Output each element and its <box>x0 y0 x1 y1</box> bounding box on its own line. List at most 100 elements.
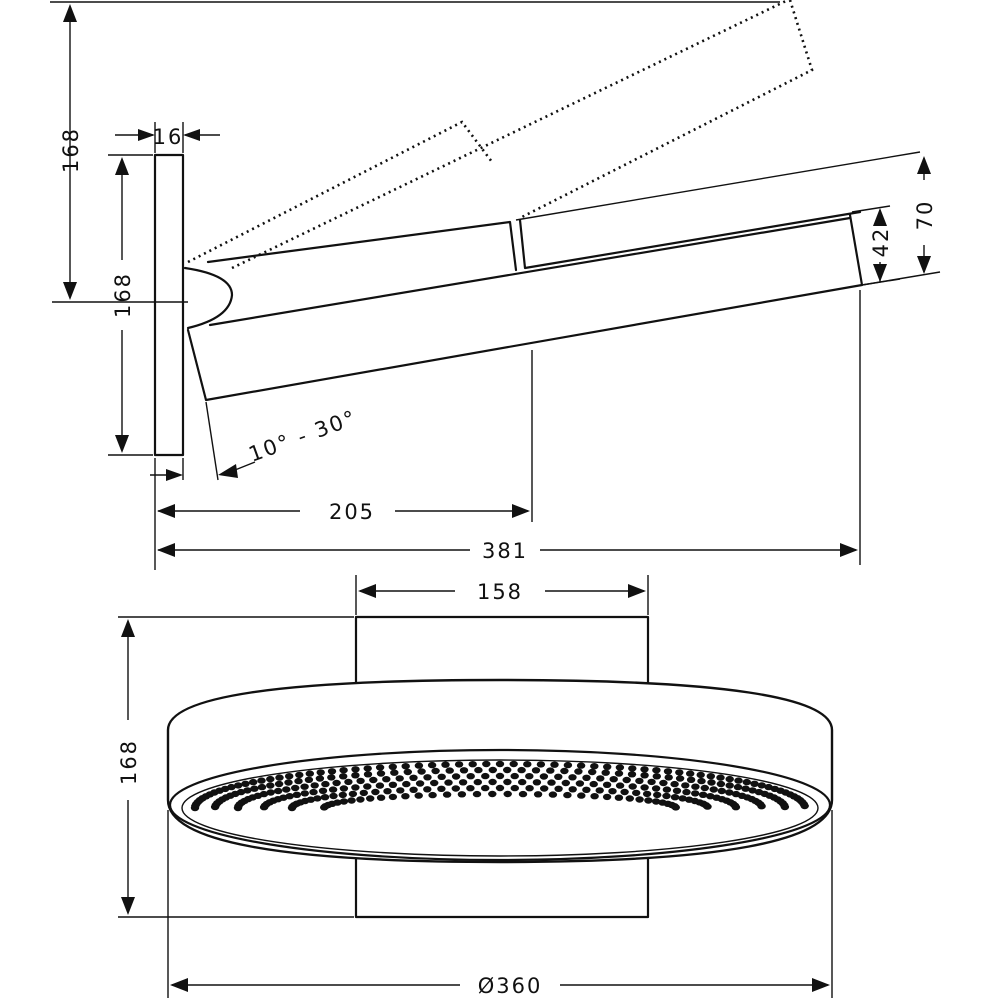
nozzle <box>686 770 695 777</box>
nozzle <box>642 790 652 798</box>
nozzle <box>466 773 475 780</box>
nozzle <box>628 783 637 790</box>
dim-plate-thickness: 16 <box>153 125 184 149</box>
nozzle <box>395 775 404 782</box>
nozzle <box>546 767 555 774</box>
nozzle <box>682 788 691 796</box>
nozzle <box>563 791 572 799</box>
nozzle <box>457 791 467 798</box>
nozzle <box>582 774 591 781</box>
nozzle <box>731 804 741 811</box>
nozzle <box>681 782 690 789</box>
nozzle <box>615 782 625 789</box>
nozzle <box>540 785 549 792</box>
nozzle <box>554 785 563 792</box>
nozzle <box>359 789 368 797</box>
nozzle <box>375 782 385 789</box>
nozzle <box>409 774 418 781</box>
nozzle <box>356 777 365 785</box>
nozzle <box>282 786 291 793</box>
nozzle <box>437 773 446 780</box>
nozzle <box>344 778 353 786</box>
nozzle <box>632 789 641 797</box>
nozzle <box>316 769 325 776</box>
nozzle <box>664 774 673 781</box>
nozzle <box>437 785 446 792</box>
nozzle <box>659 779 668 787</box>
nozzle <box>427 761 437 769</box>
nozzle <box>495 760 505 768</box>
nozzle <box>417 768 426 775</box>
nozzle <box>309 788 318 796</box>
nozzle <box>533 791 543 798</box>
nozzle <box>294 777 303 785</box>
nozzle <box>351 784 360 791</box>
nozzle <box>757 803 766 810</box>
nozzle <box>266 782 275 789</box>
nozzle <box>243 787 252 794</box>
nozzle <box>257 777 266 784</box>
joint-knuckle <box>183 266 234 330</box>
nozzle <box>423 774 432 781</box>
nozzle <box>653 791 662 799</box>
nozzle <box>703 803 712 810</box>
nozzle <box>375 764 385 771</box>
nozzle <box>644 797 653 804</box>
nozzle <box>339 798 349 805</box>
nozzle <box>590 793 599 800</box>
nozzle <box>474 766 483 774</box>
nozzle <box>403 768 412 776</box>
nozzle <box>780 803 790 811</box>
nozzle <box>250 785 259 792</box>
nozzle <box>640 772 649 779</box>
nozzle <box>339 773 348 780</box>
nozzle <box>306 796 315 803</box>
nozzle <box>733 783 743 791</box>
nozzle <box>274 787 283 795</box>
nozzle <box>451 785 460 792</box>
nozzle <box>388 781 398 788</box>
nozzle <box>651 798 661 805</box>
nozzle <box>577 792 586 799</box>
dim-plate-height: 168 <box>111 272 135 318</box>
wall-plate <box>153 153 185 457</box>
nozzle <box>725 775 734 783</box>
nozzle <box>445 767 454 774</box>
nozzle <box>227 783 236 791</box>
nozzle <box>603 763 612 770</box>
nozzle <box>348 790 358 798</box>
nozzle <box>663 768 673 775</box>
nozzle <box>635 796 644 803</box>
nozzle <box>259 790 269 798</box>
nozzle <box>338 791 347 799</box>
nozzle <box>640 784 649 791</box>
nozzle <box>266 775 275 783</box>
nozzle <box>257 783 267 791</box>
nozzle <box>725 789 734 796</box>
nozzle <box>757 782 766 789</box>
nozzle <box>590 763 599 770</box>
nozzle <box>304 776 314 783</box>
nozzle <box>547 779 556 786</box>
nozzle <box>550 761 559 768</box>
nozzle <box>671 804 680 811</box>
nozzle <box>652 773 661 780</box>
nozzle <box>635 777 644 785</box>
nozzle <box>285 773 294 780</box>
nozzle <box>366 795 375 802</box>
nozzle <box>390 769 399 776</box>
nozzle <box>628 765 637 772</box>
nozzle <box>363 771 373 778</box>
nozzle <box>488 778 497 786</box>
nozzle <box>691 790 700 797</box>
nozzle <box>376 770 386 777</box>
nozzle <box>725 782 734 789</box>
nozzle <box>347 797 356 804</box>
nozzle <box>431 767 440 775</box>
nozzle <box>608 788 617 795</box>
nozzle <box>576 762 586 769</box>
nozzle <box>531 767 541 774</box>
nozzle <box>339 785 349 792</box>
nozzle <box>678 795 687 802</box>
